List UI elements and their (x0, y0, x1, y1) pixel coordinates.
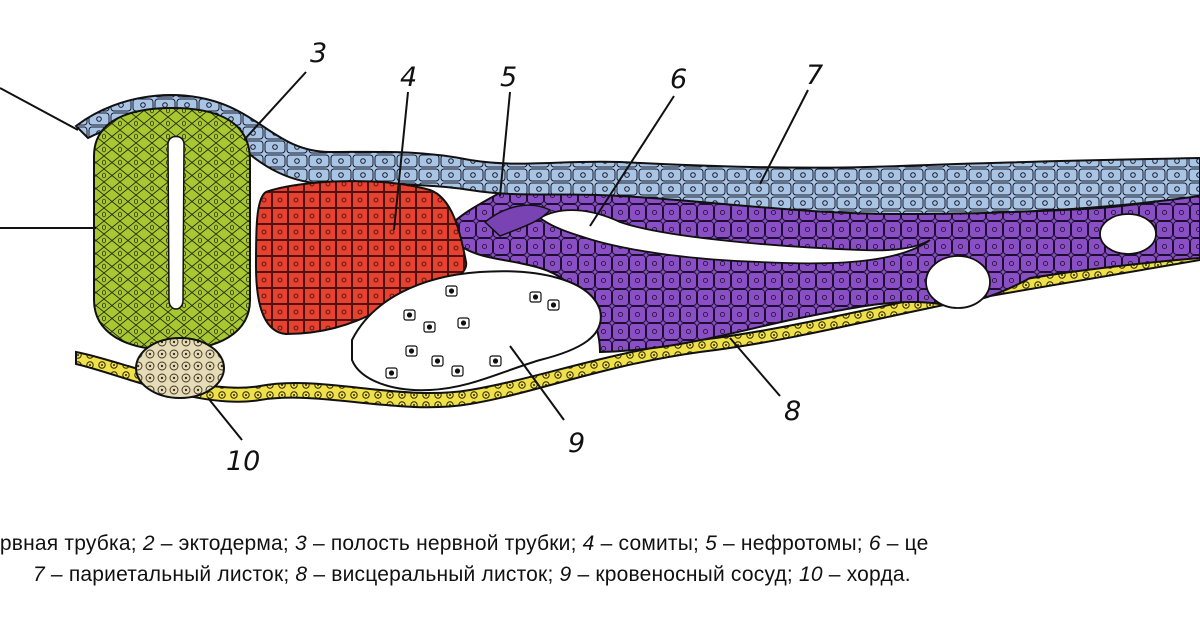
caption-number: 2 (143, 532, 155, 555)
label-8: 8 (784, 396, 801, 427)
caption-text: – париетальный листок; (45, 563, 296, 586)
caption-text: – хорда. (823, 563, 911, 586)
label-9: 9 (568, 428, 585, 459)
caption-number: 4 (583, 532, 595, 555)
caption-text: ервная трубка; (0, 532, 143, 555)
label-3: 3 (310, 38, 327, 69)
caption-number: 6 (869, 532, 881, 555)
small-vessel-1 (926, 256, 990, 308)
caption-text: – це (881, 532, 929, 555)
caption-line-1: ервная трубка; 2 – эктодерма; 3 – полост… (0, 532, 1188, 556)
caption-line-2: 7 – париетальный листок; 8 – висцеральны… (33, 563, 1200, 587)
caption-text: – кровеносный сосуд; (571, 563, 799, 586)
caption-number: 9 (560, 563, 572, 586)
caption-number: 3 (295, 532, 307, 555)
caption-number: 8 (295, 563, 307, 586)
caption-number: 5 (705, 532, 717, 555)
label-10: 10 (226, 446, 260, 477)
notochord (136, 338, 224, 398)
label-7: 7 (806, 60, 823, 91)
small-vessel-2 (1100, 214, 1156, 254)
label-6: 6 (670, 64, 687, 95)
label-4: 4 (400, 62, 417, 93)
caption-text: – сомиты; (595, 532, 706, 555)
caption-text: – нефротомы; (717, 532, 869, 555)
caption-text: – полость нервной трубки; (307, 532, 583, 555)
caption-text: – висцеральный листок; (307, 563, 559, 586)
caption-number: 7 (33, 563, 45, 586)
caption-text: – эктодерма; (155, 532, 295, 555)
neural-tube-cavity (168, 137, 184, 310)
label-5: 5 (500, 62, 517, 93)
caption-number: 10 (799, 563, 823, 586)
